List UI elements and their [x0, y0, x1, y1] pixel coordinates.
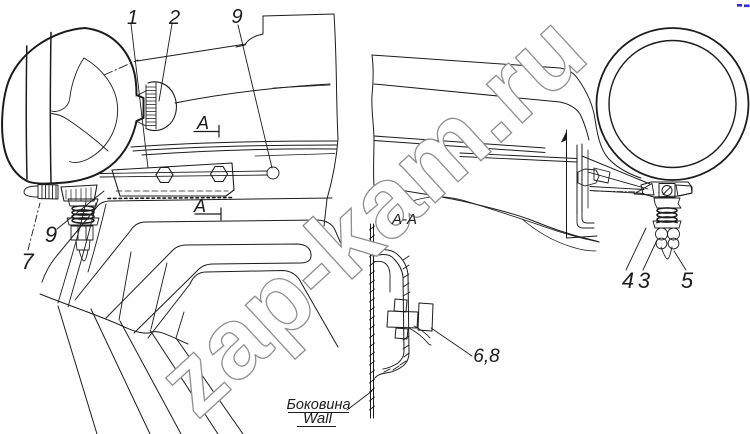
svg-text:Wall: Wall: [303, 410, 333, 427]
svg-text:zap-kam.ru: zap-kam.ru: [136, 0, 607, 434]
svg-text:3: 3: [638, 268, 651, 293]
svg-text:2: 2: [168, 7, 180, 29]
svg-text:1: 1: [127, 7, 138, 29]
svg-text:9: 9: [45, 222, 57, 247]
svg-text:5: 5: [681, 268, 694, 293]
svg-text:4: 4: [622, 268, 634, 293]
svg-text:6,8: 6,8: [473, 346, 500, 367]
svg-text:A-A: A-A: [391, 211, 417, 228]
svg-text:7: 7: [21, 249, 34, 274]
svg-text:A: A: [196, 113, 209, 133]
svg-text:A: A: [193, 196, 206, 216]
svg-text:Боковина: Боковина: [286, 397, 350, 413]
svg-text:9: 9: [231, 6, 242, 28]
